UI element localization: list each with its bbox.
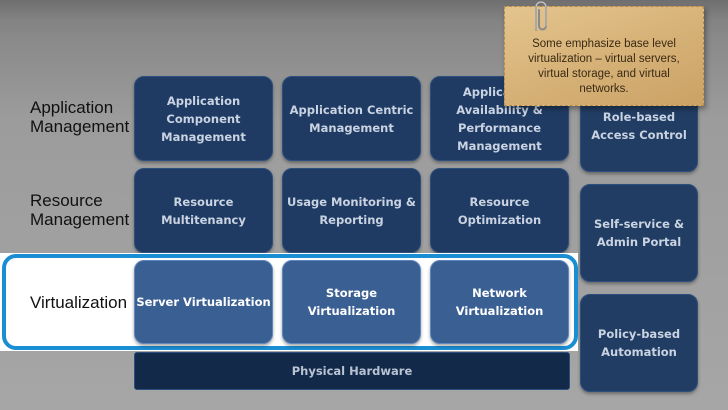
box-physical-hardware: Physical Hardware xyxy=(134,352,570,390)
box-policy-based-automation: Policy-based Automation xyxy=(580,294,698,392)
sticky-note: Some emphasize base level virtualization… xyxy=(504,6,704,106)
box-self-service-admin-portal: Self-service & Admin Portal xyxy=(580,184,698,282)
box-application-availability-performance: Application Availability & Performance M… xyxy=(430,76,569,161)
box-usage-monitoring-reporting: Usage Monitoring & Reporting xyxy=(282,168,421,253)
virtualization-highlight-frame xyxy=(2,254,578,350)
box-application-centric-management: Application Centric Management xyxy=(282,76,421,161)
row-label-application-management: Application Management xyxy=(30,98,130,136)
box-storage-virtualization: Storage Virtualization xyxy=(282,260,421,344)
paperclip-icon xyxy=(535,1,547,31)
box-network-virtualization: Network Virtualization xyxy=(430,260,569,344)
sticky-note-text: Some emphasize base level virtualization… xyxy=(528,38,680,95)
row-label-resource-management: Resource Management xyxy=(30,191,130,229)
row-label-virtualization: Virtualization xyxy=(30,293,128,312)
box-server-virtualization: Server Virtualization xyxy=(134,260,273,344)
box-resource-optimization: Resource Optimization xyxy=(430,168,569,253)
box-resource-multitenancy: Resource Multitenancy xyxy=(134,168,273,253)
box-application-component-management: Application Component Management xyxy=(134,76,273,161)
